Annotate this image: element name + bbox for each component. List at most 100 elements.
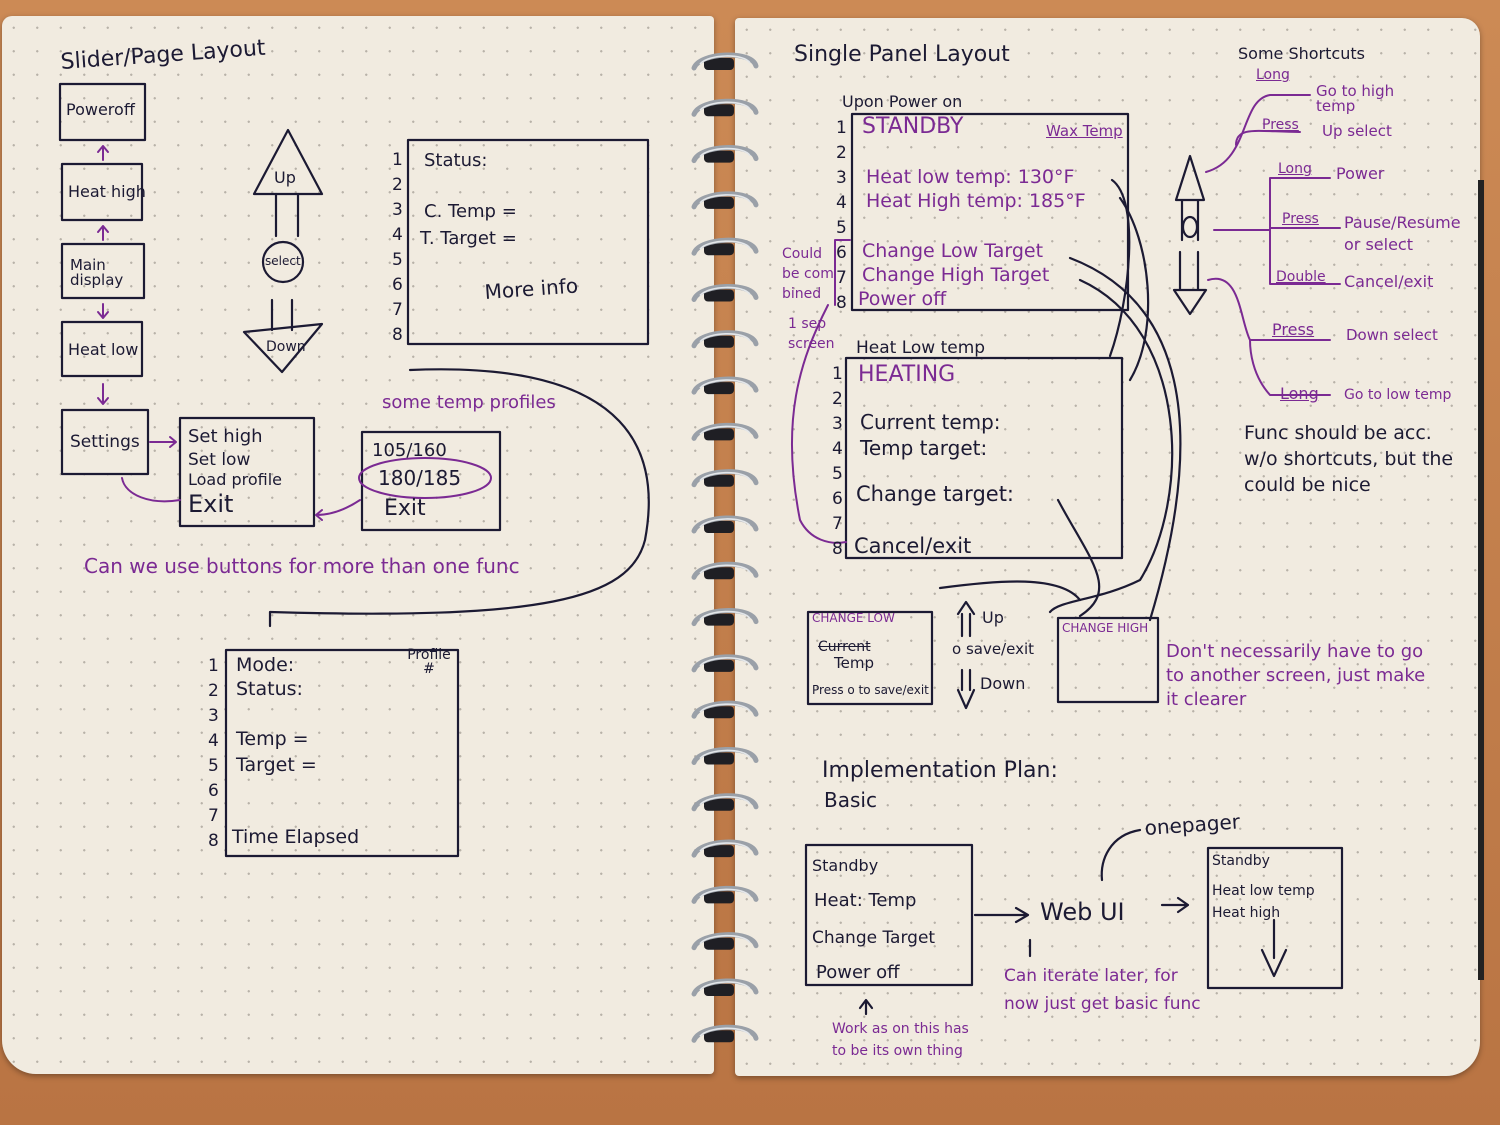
shortcut-up-long: Long bbox=[1256, 67, 1290, 83]
spiral-coil bbox=[691, 52, 759, 71]
status-box-status: Status: bbox=[424, 150, 488, 171]
up-button-label: Up bbox=[274, 168, 296, 187]
standby-box-wax-temp: Wax Temp bbox=[1046, 122, 1123, 140]
iterate-later-note: Can iterate later, for now just get basi… bbox=[1004, 966, 1201, 1014]
spiral-coil bbox=[691, 932, 759, 951]
spiral-coil bbox=[691, 654, 759, 673]
elastic-band bbox=[1478, 180, 1500, 980]
shortcut-center-press-action: Pause/Resume or select bbox=[1344, 213, 1461, 254]
spiral-coil bbox=[691, 469, 759, 488]
spiral-coil bbox=[691, 98, 759, 117]
standby-heat-high-temp: Heat High temp: 185°F bbox=[866, 190, 1086, 212]
standby-heat-low-temp: Heat low temp: 130°F bbox=[866, 166, 1075, 188]
select-button-label: select bbox=[265, 254, 301, 268]
flow-box-poweroff: Poweroff bbox=[66, 100, 135, 119]
flow-box-settings: Settings bbox=[70, 432, 140, 452]
status-box-current-temp: C. Temp = bbox=[424, 201, 517, 222]
standby-change-high-target: Change High Target bbox=[862, 264, 1050, 286]
spiral-coil bbox=[691, 747, 759, 765]
spiral-coil bbox=[691, 608, 759, 627]
shortcuts-title: Some Shortcuts bbox=[1238, 44, 1365, 63]
basic-box-power-off: Power off bbox=[816, 962, 900, 983]
buttons-question-note: Can we use buttons for more than one fun… bbox=[84, 554, 520, 578]
onepager-box-standby: Standby bbox=[1212, 853, 1270, 869]
spiral-coil bbox=[691, 561, 759, 580]
spiral-coil bbox=[691, 422, 759, 441]
change-low-temp: Temp bbox=[834, 654, 874, 672]
change-high-title: CHANGE HIGH bbox=[1062, 621, 1149, 635]
status-box-more-info: More info bbox=[483, 273, 579, 304]
onepager-box-heat-low-temp: Heat low temp bbox=[1212, 883, 1315, 899]
spiral-coil bbox=[691, 237, 759, 256]
temp-profile-2: 180/185 bbox=[378, 466, 462, 490]
bottom-box-target: Target = bbox=[236, 754, 317, 776]
upon-power-on-label: Upon Power on bbox=[842, 92, 963, 111]
onepager-label: onepager bbox=[1143, 809, 1241, 840]
shortcut-center-long-action: Power bbox=[1336, 164, 1385, 183]
shortcut-up-long-action: Go to high temp bbox=[1316, 82, 1395, 115]
change-low-title: CHANGE LOW bbox=[812, 611, 895, 625]
settings-menu-load-profile: Load profile bbox=[188, 470, 283, 489]
temp-profiles-label: some temp profiles bbox=[382, 392, 556, 413]
heating-box-header: HEATING bbox=[858, 362, 956, 387]
flow-box-main-display: Main display bbox=[70, 256, 124, 289]
heating-cancel-exit: Cancel/exit bbox=[854, 534, 972, 558]
basic-box-change-target: Change Target bbox=[812, 928, 936, 948]
implementation-plan-title: Implementation Plan: bbox=[822, 758, 1058, 783]
right-page-title: Single Panel Layout bbox=[794, 42, 1010, 67]
bottom-box-profile-number: Profile # bbox=[407, 647, 451, 677]
func-should-note: Func should be acc. w/o shortcuts, but t… bbox=[1244, 422, 1454, 496]
spiral-coil bbox=[691, 145, 759, 164]
heating-temp-target: Temp target: bbox=[860, 436, 988, 460]
down-button-label: Down bbox=[266, 339, 306, 355]
spiral-coil bbox=[691, 284, 759, 302]
shortcut-down-long: Long bbox=[1280, 384, 1319, 403]
flow-box-heat-low: Heat low bbox=[68, 340, 139, 359]
heating-change-target: Change target: bbox=[856, 482, 1015, 506]
shortcut-down-long-action: Go to low temp bbox=[1344, 387, 1452, 403]
change-low-hint: Press o to save/exit bbox=[812, 683, 929, 697]
bottom-box-status: Status: bbox=[236, 678, 303, 700]
basic-box-heat-temp: Heat: Temp bbox=[814, 890, 917, 911]
spiral-coil bbox=[691, 839, 759, 858]
spiral-coil bbox=[691, 330, 759, 349]
bottom-box-mode: Mode: bbox=[236, 654, 295, 676]
change-low-struck-current: Current bbox=[818, 639, 871, 655]
settings-menu-exit: Exit bbox=[188, 490, 234, 518]
shortcut-center-long: Long bbox=[1278, 161, 1312, 177]
shortcut-center-double-action: Cancel/exit bbox=[1344, 272, 1434, 291]
implementation-plan-basic: Basic bbox=[824, 788, 877, 812]
bottom-box-time-elapsed: Time Elapsed bbox=[232, 826, 360, 848]
shortcut-center-press: Press bbox=[1282, 211, 1319, 227]
status-box-target: T. Target = bbox=[420, 228, 517, 249]
shortcut-center-double: Double bbox=[1276, 269, 1326, 285]
shortcut-up-press: Press bbox=[1262, 117, 1299, 133]
flow-box-heat-high: Heat high bbox=[68, 182, 146, 201]
settings-menu-set-high: Set high bbox=[188, 426, 263, 447]
standby-box-header: STANDBY bbox=[862, 114, 964, 139]
standby-power-off: Power off bbox=[858, 288, 947, 310]
heating-current-temp: Current temp: bbox=[860, 410, 1001, 434]
temp-profile-1: 105/160 bbox=[372, 440, 447, 461]
left-notebook-page bbox=[2, 16, 714, 1074]
dont-necessarily-note: Don't necessarily have to go to another … bbox=[1166, 641, 1426, 710]
bottom-box-temp: Temp = bbox=[236, 728, 309, 750]
change-low-save-label: o save/exit bbox=[952, 640, 1035, 658]
work-as-on-this-note: Work as on this has to be its own thing bbox=[832, 1021, 969, 1059]
basic-box-standby: Standby bbox=[812, 856, 879, 875]
spiral-coil bbox=[691, 191, 759, 210]
web-ui-label: Web UI bbox=[1040, 898, 1125, 926]
heat-low-temp-label: Heat Low temp bbox=[856, 338, 986, 358]
shortcut-down-press: Press bbox=[1272, 320, 1315, 339]
spiral-coil bbox=[691, 1024, 759, 1043]
spiral-coil bbox=[691, 376, 759, 395]
spiral-coil bbox=[691, 515, 759, 534]
change-low-up-label: Up bbox=[982, 608, 1004, 627]
